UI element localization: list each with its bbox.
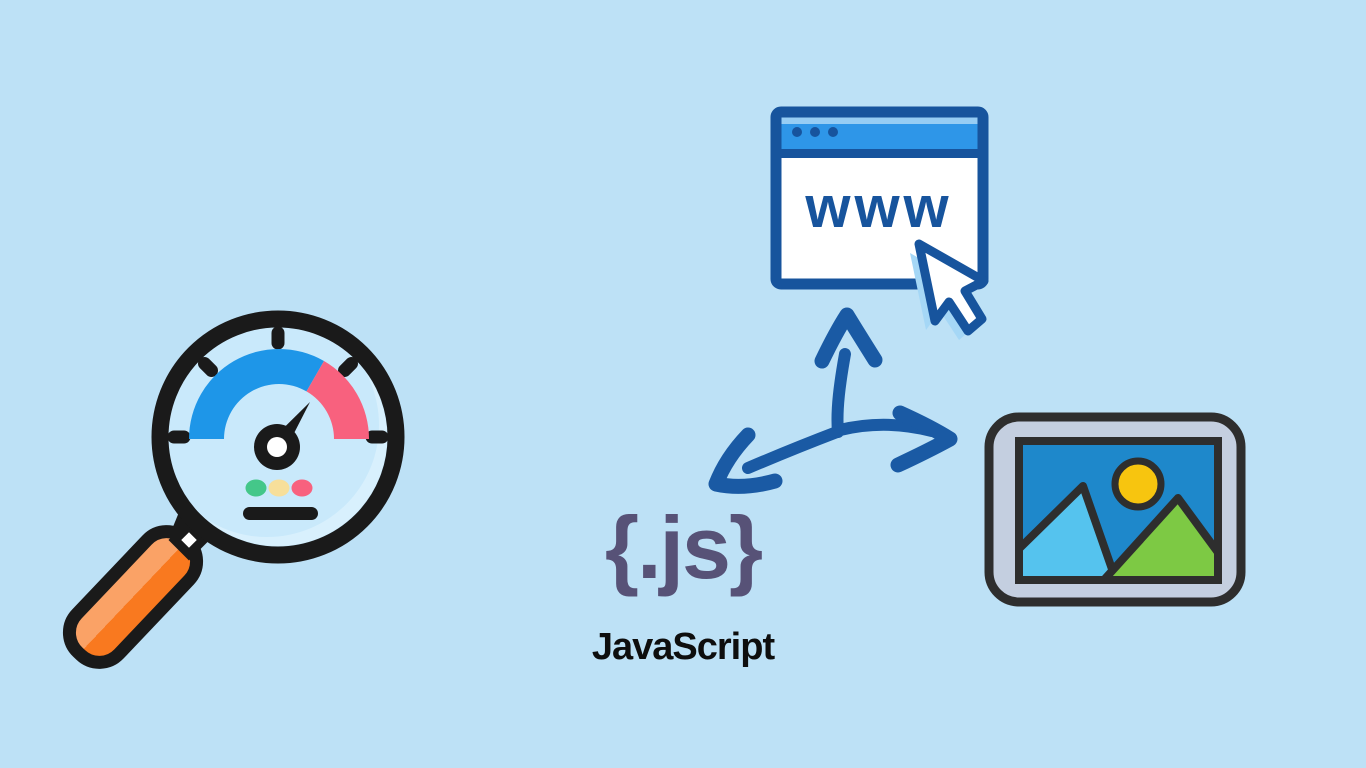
cursor-arrow — [914, 239, 989, 336]
gauge-arc-blue — [188, 348, 324, 439]
three-way-arrows-icon — [708, 307, 958, 494]
arrow-up-shaft — [831, 348, 851, 438]
browser-www-label: www — [805, 175, 953, 240]
browser-window-icon — [770, 106, 989, 290]
gauge-dot-green — [245, 479, 267, 497]
arrow-left-head — [708, 427, 783, 494]
mountain-blue — [1019, 482, 1121, 580]
gauge-bar — [243, 507, 318, 520]
sun-icon — [1111, 457, 1165, 511]
photo-inner-border — [1015, 437, 1222, 584]
cursor-icon — [910, 239, 989, 340]
arrow-right-head — [890, 405, 958, 473]
browser-frame — [770, 106, 989, 290]
browser-titlebar-divider — [771, 149, 988, 158]
gauge-hub-center — [267, 437, 287, 457]
gauge-arc-pink — [306, 361, 369, 439]
gauge-dot-yellow — [268, 479, 290, 497]
browser-titlebar-dots — [792, 127, 838, 137]
arrow-up-head — [814, 307, 883, 369]
mountain-green — [1098, 494, 1218, 580]
image-icon — [984, 412, 1246, 607]
arrow-left-shaft — [742, 426, 843, 474]
speed-test-magnifier-icon — [62, 310, 405, 669]
gauge-ticks — [167, 326, 389, 444]
js-logo-text: {.js} — [604, 498, 763, 597]
js-caption-label: JavaScript — [591, 626, 775, 668]
speedometer-gauge-icon — [188, 348, 369, 520]
gauge-dot-pink — [291, 479, 313, 497]
